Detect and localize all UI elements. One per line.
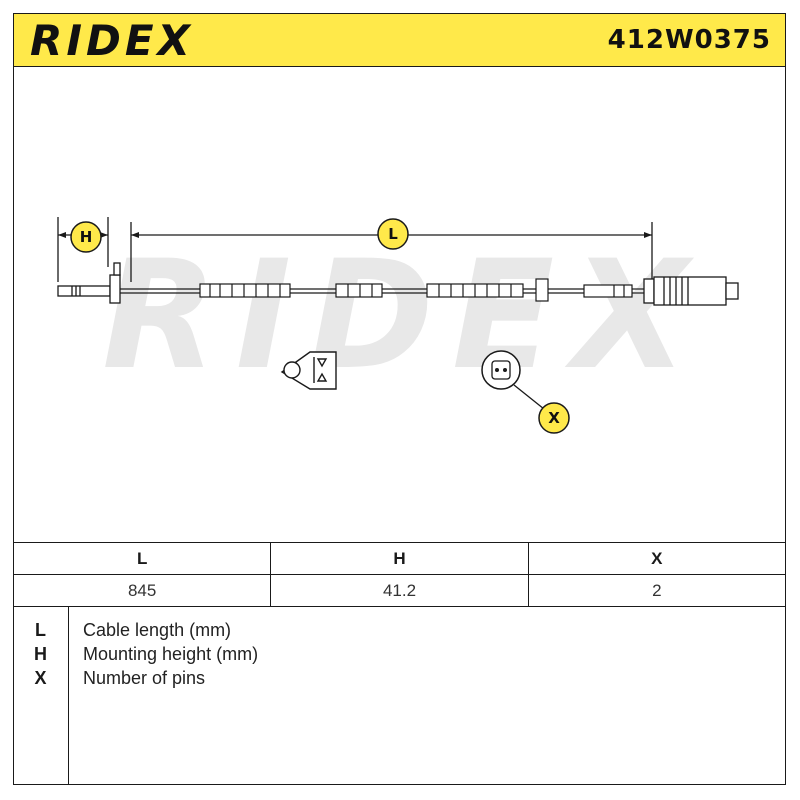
value-cell-l: 845 [12,574,272,607]
connector [643,276,739,306]
legend-description: Mounting height (mm) [83,644,259,664]
legend-key: L [35,620,46,640]
legend-description: Number of pins [83,668,206,688]
table-row: 845 41.2 2 [12,574,787,607]
legend: L Cable length (mm) H Mounting height (m… [13,606,786,785]
header-bar: RIDEX 412W0375 [13,13,786,67]
mounting-bracket [280,351,337,390]
legend-item: L Cable length (mm) [13,618,786,642]
brand-logo: RIDEX [30,16,194,65]
sensor-cable [120,278,644,302]
legend-description: Cable length (mm) [83,620,232,640]
technical-drawing: RIDEX H L [57,217,739,434]
header-cell-x: X [527,542,787,575]
legend-key: X [34,668,47,688]
x-dimension-badge: X [538,402,570,434]
legend-divider [68,606,69,785]
watermark: RIDEX [102,229,706,403]
part-number: 412W0375 [607,25,771,55]
header-cell-l: L [12,542,272,575]
connector-face [481,350,545,410]
x-badge-label: X [548,409,560,427]
table-header-row: L H X [12,542,787,575]
h-dimension-badge: H [70,221,102,253]
legend-key: H [34,644,47,664]
value-cell-x: 2 [527,574,787,607]
legend-item: X Number of pins [13,666,786,690]
header-cell-h: H [270,542,529,575]
legend-item: H Mounting height (mm) [13,642,786,666]
h-badge-label: H [80,228,93,246]
specs-table: L H X 845 41.2 2 [12,542,787,607]
l-badge-label: L [388,225,398,243]
value-cell-h: 41.2 [270,574,529,607]
l-dimension-badge: L [377,218,409,250]
